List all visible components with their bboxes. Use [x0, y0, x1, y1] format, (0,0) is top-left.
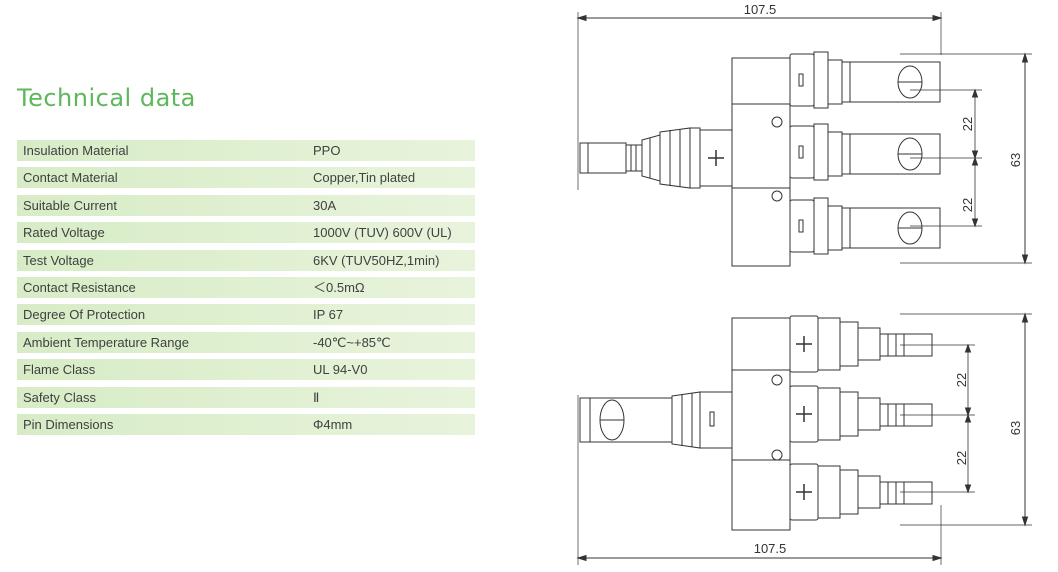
spec-label: Safety Class	[23, 389, 96, 405]
spec-label: Pin Dimensions	[23, 416, 114, 432]
spec-value: UL 94-V0	[313, 362, 368, 378]
spec-value: Copper,Tin plated	[313, 170, 416, 186]
spec-label: Test Voltage	[23, 252, 94, 268]
spec-value: PPO	[313, 143, 341, 158]
spec-label: Insulation Material	[23, 143, 129, 158]
spec-row: Contact Material Copper,Tin plated	[17, 167, 475, 189]
spec-label: Ambient Temperature Range	[23, 334, 189, 350]
top-height-dimension: 63	[1008, 153, 1023, 167]
spec-label: Degree Of Protection	[23, 307, 146, 323]
spec-value: IP 67	[313, 307, 344, 323]
spec-row: Insulation Material PPO	[17, 140, 475, 161]
bottom-pitch-dimension-1: 22	[954, 373, 969, 387]
spec-row: Suitable Current 30A	[17, 194, 475, 216]
spec-label: Contact Material	[23, 170, 118, 186]
spec-value: 30A	[313, 197, 337, 213]
spec-value: 1000V (TUV) 600V (UL)	[313, 225, 452, 241]
spec-row: Test Voltage 6KV (TUV50HZ,1min)	[17, 249, 475, 271]
top-pitch-dimension-2: 22	[960, 198, 975, 212]
bottom-width-dimension: 107.5	[754, 541, 787, 556]
spec-value: Ⅱ	[313, 389, 320, 405]
spec-row: Safety Class Ⅱ	[17, 386, 475, 408]
top-connector-drawing: 107.5 63 22 22	[576, 2, 1032, 267]
top-pitch-dimension-1: 22	[960, 117, 975, 131]
spec-row: Flame Class UL 94-V0	[17, 359, 475, 381]
spec-value: -40℃~+85℃	[313, 334, 391, 350]
spec-label: Contact Resistance	[23, 279, 136, 295]
spec-label: Suitable Current	[23, 197, 117, 213]
spec-label: Flame Class	[23, 362, 96, 378]
spec-row: Ambient Temperature Range -40℃~+85℃	[17, 331, 475, 353]
spec-row: Degree Of Protection IP 67	[17, 304, 475, 326]
bottom-connector-drawing: 107.5 63 22 22	[576, 312, 1032, 565]
top-width-dimension: 107.5	[744, 2, 777, 17]
page-title: Technical data	[17, 84, 196, 112]
spec-label: Rated Voltage	[23, 225, 105, 241]
spec-value: ＜0.5mΩ	[313, 279, 365, 295]
spec-value: Φ4mm	[313, 416, 353, 432]
spec-value: 6KV (TUV50HZ,1min)	[313, 252, 440, 268]
bottom-height-dimension: 63	[1008, 421, 1023, 435]
spec-row: Contact Resistance ＜0.5mΩ	[17, 276, 475, 298]
spec-row: Rated Voltage 1000V (TUV) 600V (UL)	[17, 222, 475, 244]
spec-row: Pin Dimensions Φ4mm	[17, 413, 475, 435]
bottom-pitch-dimension-2: 22	[954, 451, 969, 465]
